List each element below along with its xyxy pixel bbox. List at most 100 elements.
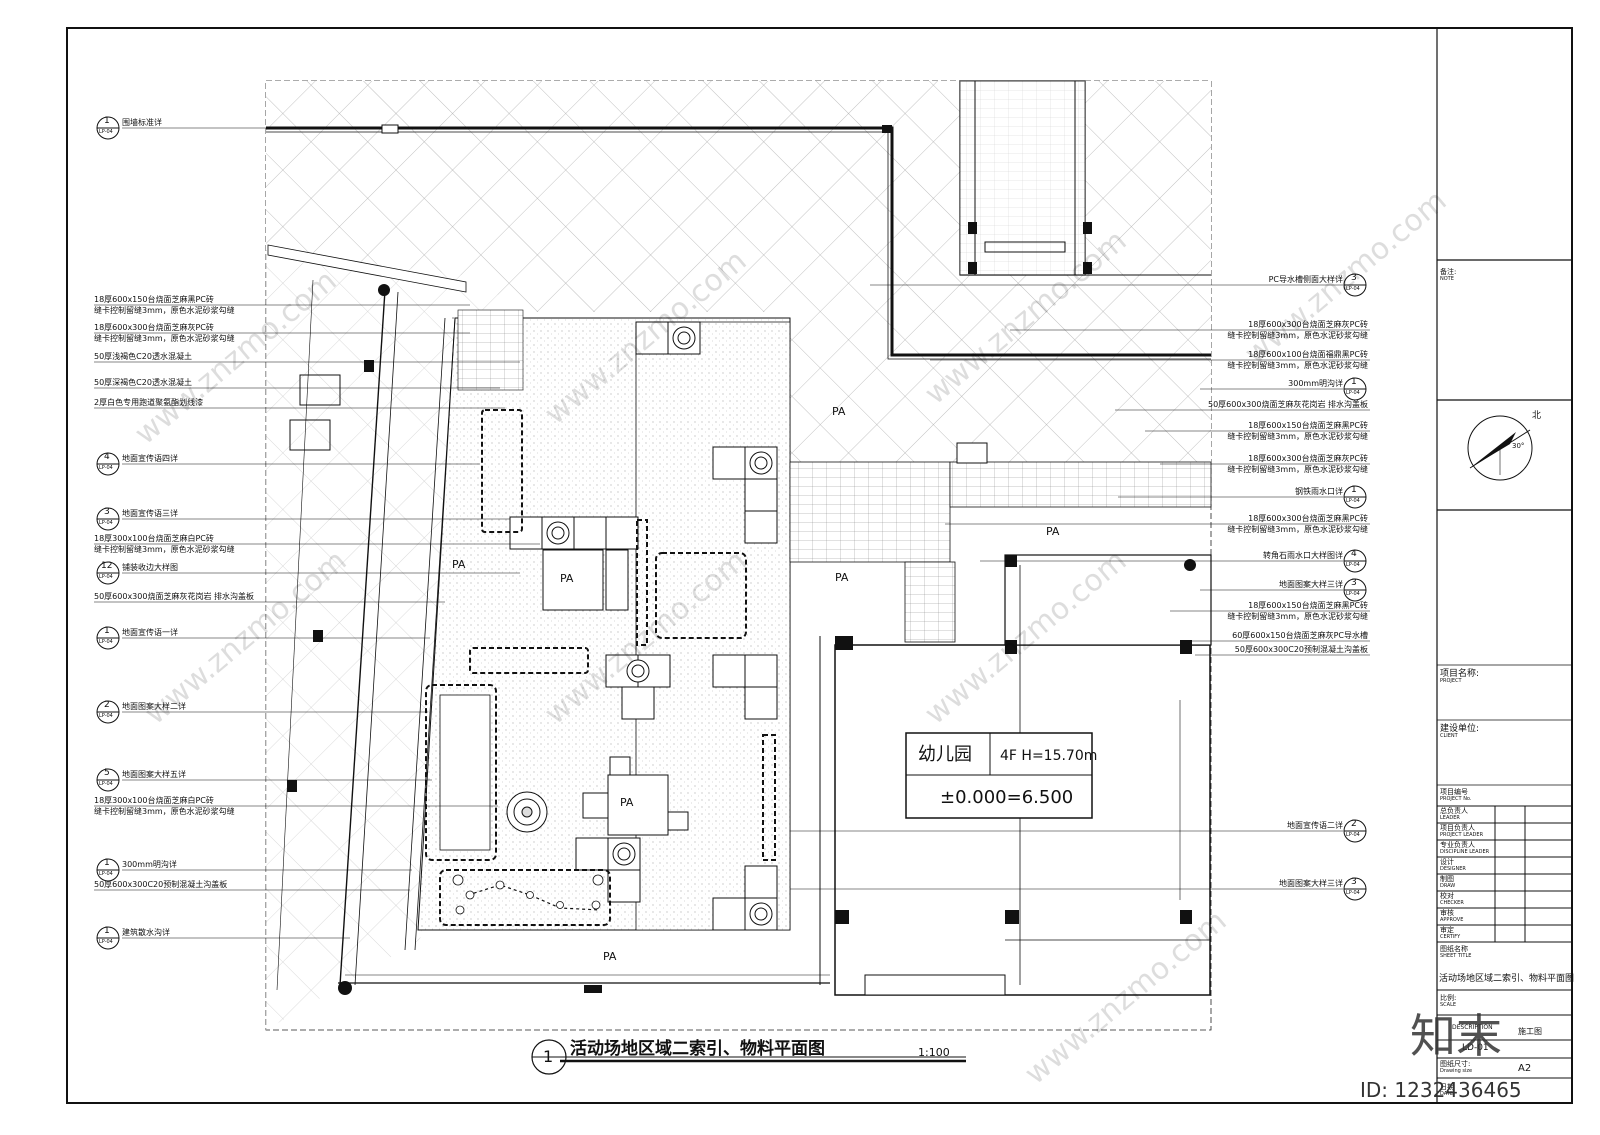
annotation-text: PC导水槽侧面大样详 xyxy=(1268,275,1343,284)
index-number: 1 xyxy=(1351,485,1357,495)
brand-logo: 知末 xyxy=(1410,1009,1502,1063)
annotation-text: 缝卡控制留缝3mm，原色水泥砂浆勾缝 xyxy=(94,334,235,343)
index-number: 2 xyxy=(1351,819,1357,829)
index-number: 3 xyxy=(1351,578,1357,588)
annotation-text: 18厚600x100台烧面福鼎黑PC砖 xyxy=(1248,350,1368,359)
kindergarten-building xyxy=(819,554,1212,996)
annotation-text: 18厚600x150台烧面芝麻黑PC砖 xyxy=(94,295,214,304)
floor-height: 4F H=15.70m xyxy=(1000,748,1098,764)
index-number: 4 xyxy=(1351,549,1357,559)
annotation-text: 18厚600x150台烧面芝麻黑PC砖 xyxy=(1248,601,1368,610)
index-symbol xyxy=(96,626,120,650)
pa-label: PA xyxy=(452,558,466,571)
annotation-text: 转角石雨水口大样图详 xyxy=(1263,551,1343,560)
perimeter-wall xyxy=(266,126,1211,357)
stage-value: 施工图 xyxy=(1518,1027,1542,1036)
annotation-text: 50厚600x300烧面芝麻灰花岗岩 排水沟盖板 xyxy=(1208,400,1368,409)
index-symbol xyxy=(96,452,120,476)
annotation-text: 铺装收边大样图 xyxy=(122,563,178,572)
index-number: 3 xyxy=(1351,877,1357,887)
annotation-text: 50厚600x300C20预制混凝土沟盖板 xyxy=(94,880,228,889)
size-label: 图纸尺寸:Drawing size xyxy=(1440,1060,1473,1074)
pa-label: PA xyxy=(835,571,849,584)
leader-lines xyxy=(94,127,1370,939)
annotation-text: 60厚600x150台烧面芝麻灰PC导水槽 xyxy=(1232,631,1368,640)
project-label: 项目名称:PROJECT xyxy=(1440,669,1480,685)
index-sheet: LP-04 xyxy=(1346,286,1360,292)
index-sheet: LP-04 xyxy=(1346,890,1360,896)
annotation-text: 18厚600x300台烧面芝麻灰PC砖 xyxy=(1248,320,1368,329)
annotation-text: 缝卡控制留缝3mm，原色水泥砂浆勾缝 xyxy=(1227,465,1368,474)
annotation-text: 钢铁雨水口详 xyxy=(1295,487,1343,496)
annotation-text: 地面图案大样五详 xyxy=(122,770,186,779)
index-sheet: LP-04 xyxy=(1346,591,1360,597)
index-sheet: LP-04 xyxy=(99,871,113,877)
building-name: 幼儿园 xyxy=(918,744,972,765)
image-id: ID: 1232436465 xyxy=(1360,1078,1522,1102)
pa-label: PA xyxy=(603,950,617,963)
annotation-text: 缝卡控制留缝3mm，原色水泥砂浆勾缝 xyxy=(1227,331,1368,340)
index-symbol xyxy=(1343,549,1367,573)
north-angle: 30° xyxy=(1512,442,1525,450)
index-sheet: LP-04 xyxy=(99,781,113,787)
index-symbol xyxy=(96,858,120,882)
index-symbol xyxy=(1343,819,1367,843)
outer-border xyxy=(66,27,1573,1104)
index-sheet: LP-04 xyxy=(1346,832,1360,838)
index-sheet: LP-04 xyxy=(99,574,113,580)
pa-label: PA xyxy=(560,572,574,585)
annotation-text: 缝卡控制留缝3mm，原色水泥砂浆勾缝 xyxy=(1227,525,1368,534)
index-number: 1 xyxy=(104,926,110,936)
client-label: 建设单位:CLIENT xyxy=(1440,724,1480,740)
index-symbol xyxy=(1343,485,1367,509)
annotation-text: 18厚300x100台烧面芝麻白PC砖 xyxy=(94,796,214,805)
sheet-title-value: 活动场地区域二索引、物料平面图 xyxy=(1439,974,1575,984)
annotation-text: 地面宣传语四详 xyxy=(122,454,178,463)
index-symbol xyxy=(96,116,120,140)
index-number: 3 xyxy=(104,507,110,517)
index-number: 1 xyxy=(104,626,110,636)
drawing-title: 活动场地区域二索引、物料平面图 xyxy=(570,1039,825,1059)
annex-building xyxy=(959,80,1211,276)
size-value: A2 xyxy=(1518,1063,1532,1074)
pa-label: PA xyxy=(620,796,634,809)
drawing-scale: 1:100 xyxy=(918,1046,950,1059)
annotation-text: 缝卡控制留缝3mm，原色水泥砂浆勾缝 xyxy=(1227,612,1368,621)
index-number: 1 xyxy=(1351,377,1357,387)
index-number: 5 xyxy=(104,768,110,778)
annotation-text: 18厚600x300台烧面芝麻黑PC砖 xyxy=(1248,514,1368,523)
index-sheet: LP-04 xyxy=(99,713,113,719)
medallion-patterns xyxy=(546,326,773,926)
annotation-text: 50厚深褐色C20透水混凝土 xyxy=(94,378,192,387)
index-sheet: LP-04 xyxy=(99,639,113,645)
annotation-text: 地面图案大样二详 xyxy=(122,702,186,711)
annotation-text: 18厚300x100台烧面芝麻白PC砖 xyxy=(94,534,214,543)
annotation-text: 地面宣传语一详 xyxy=(122,628,178,637)
annotation-text: 50厚600x300C20预制混凝土沟盖板 xyxy=(1234,645,1368,654)
index-symbol xyxy=(1343,877,1367,901)
note-label: 备注:NOTE xyxy=(1440,268,1457,282)
north-arrow-icon xyxy=(1467,415,1533,481)
index-sheet: LP-04 xyxy=(99,939,113,945)
annotation-text: 2厚白色专用跑道聚氨酯划线漆 xyxy=(94,398,204,407)
annotation-text: 缝卡控制留缝3mm，原色水泥砂浆勾缝 xyxy=(94,807,235,816)
index-sheet: LP-04 xyxy=(1346,498,1360,504)
annotation-text: 50厚浅褐色C20透水混凝土 xyxy=(94,352,192,361)
index-number: 1 xyxy=(104,116,110,126)
index-symbol xyxy=(96,700,120,724)
index-symbol xyxy=(1343,377,1367,401)
annotation-text: 缝卡控制留缝3mm，原色水泥砂浆勾缝 xyxy=(94,545,235,554)
annotation-text: 地面宣传语三详 xyxy=(122,509,178,518)
description-label: DESCRIPTION xyxy=(1452,1024,1493,1031)
index-number: 3 xyxy=(1351,273,1357,283)
drawing-no-value: LD-01 xyxy=(1462,1043,1489,1053)
